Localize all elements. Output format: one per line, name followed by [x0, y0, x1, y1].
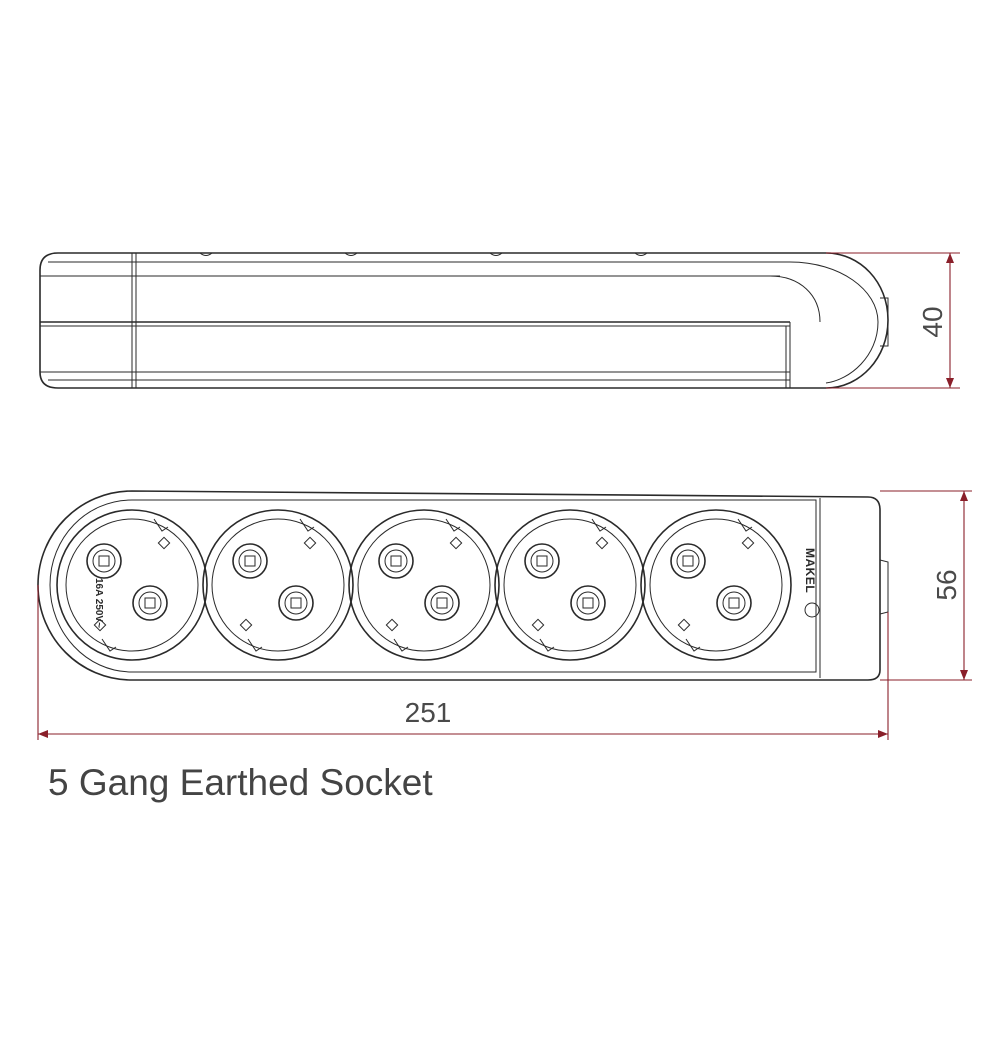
side-view: 40: [39, 252, 960, 389]
socket-3: [348, 509, 500, 661]
pin-hole: [86, 543, 122, 579]
diagram-title: 5 Gang Earthed Socket: [48, 762, 433, 803]
socket-5: [640, 509, 792, 661]
length-dimension: 251: [405, 697, 452, 728]
pin-hole: [424, 585, 460, 621]
pin-hole: [278, 585, 314, 621]
socket-group: [56, 509, 792, 661]
pin-hole: [132, 585, 168, 621]
pin-hole: [570, 585, 606, 621]
socket-2: [202, 509, 354, 661]
socket-rating-label: 16A 250V~: [93, 578, 104, 628]
pin-hole: [378, 543, 414, 579]
height-dimension: 40: [917, 306, 948, 337]
socket-4: [494, 509, 646, 661]
brand-logo: MAKEL: [803, 548, 820, 618]
pin-hole: [670, 543, 706, 579]
pin-hole: [524, 543, 560, 579]
pin-hole: [232, 543, 268, 579]
top-view: 16A 250V~ MAKEL 56 251: [37, 490, 972, 740]
socket-1: [56, 509, 208, 661]
width-dimension: 56: [931, 569, 962, 600]
brand-label: MAKEL: [803, 548, 817, 593]
pin-hole: [716, 585, 752, 621]
